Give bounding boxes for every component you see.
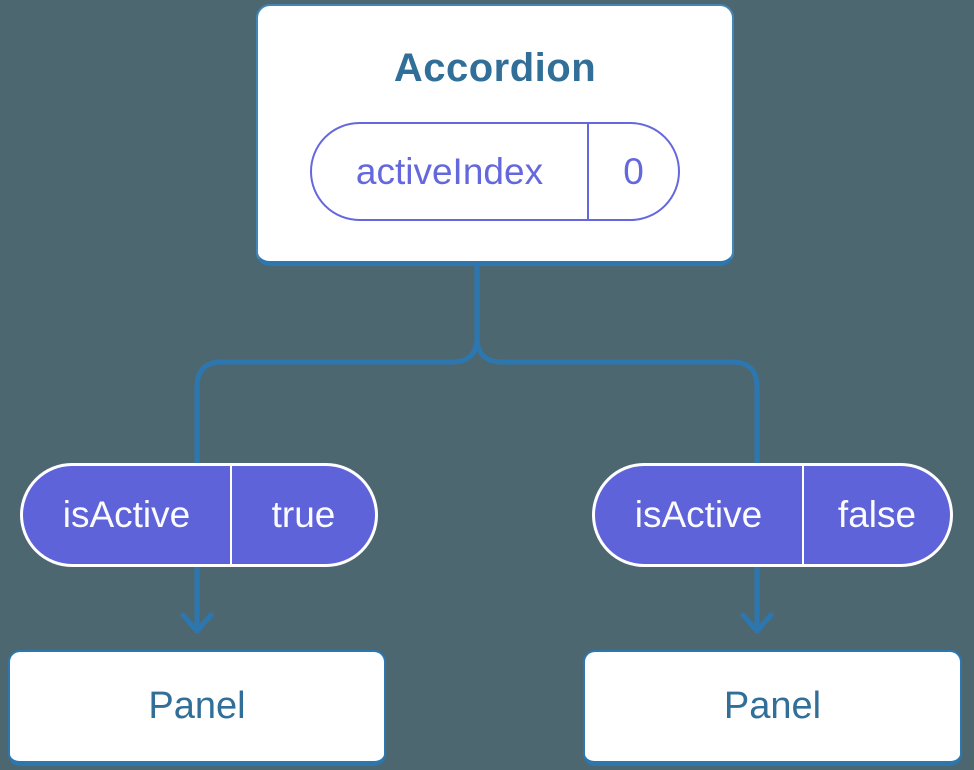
prop-name: isActive — [595, 466, 804, 564]
prop-name: isActive — [23, 466, 232, 564]
prop-value: false — [837, 494, 917, 535]
prop-pill-is-active-false: isActive false — [592, 463, 953, 567]
arrowhead-right-icon — [740, 612, 774, 634]
state-name: activeIndex — [312, 124, 589, 219]
connector-left-branch — [194, 264, 480, 627]
panel-title: Panel — [723, 685, 822, 727]
state-value: 0 — [623, 150, 644, 192]
connector-right-branch — [474, 334, 760, 627]
accordion-title: Accordion — [393, 46, 597, 90]
prop-pill-is-active-true: isActive true — [20, 463, 378, 567]
prop-value: true — [271, 494, 336, 535]
panel-card-left: Panel — [8, 650, 386, 766]
panel-title: Panel — [148, 685, 246, 727]
state-pill: activeIndex 0 — [310, 122, 680, 221]
panel-card-right: Panel — [583, 650, 962, 766]
arrowhead-left-icon — [180, 612, 214, 634]
accordion-card: Accordion activeIndex 0 — [256, 4, 734, 266]
